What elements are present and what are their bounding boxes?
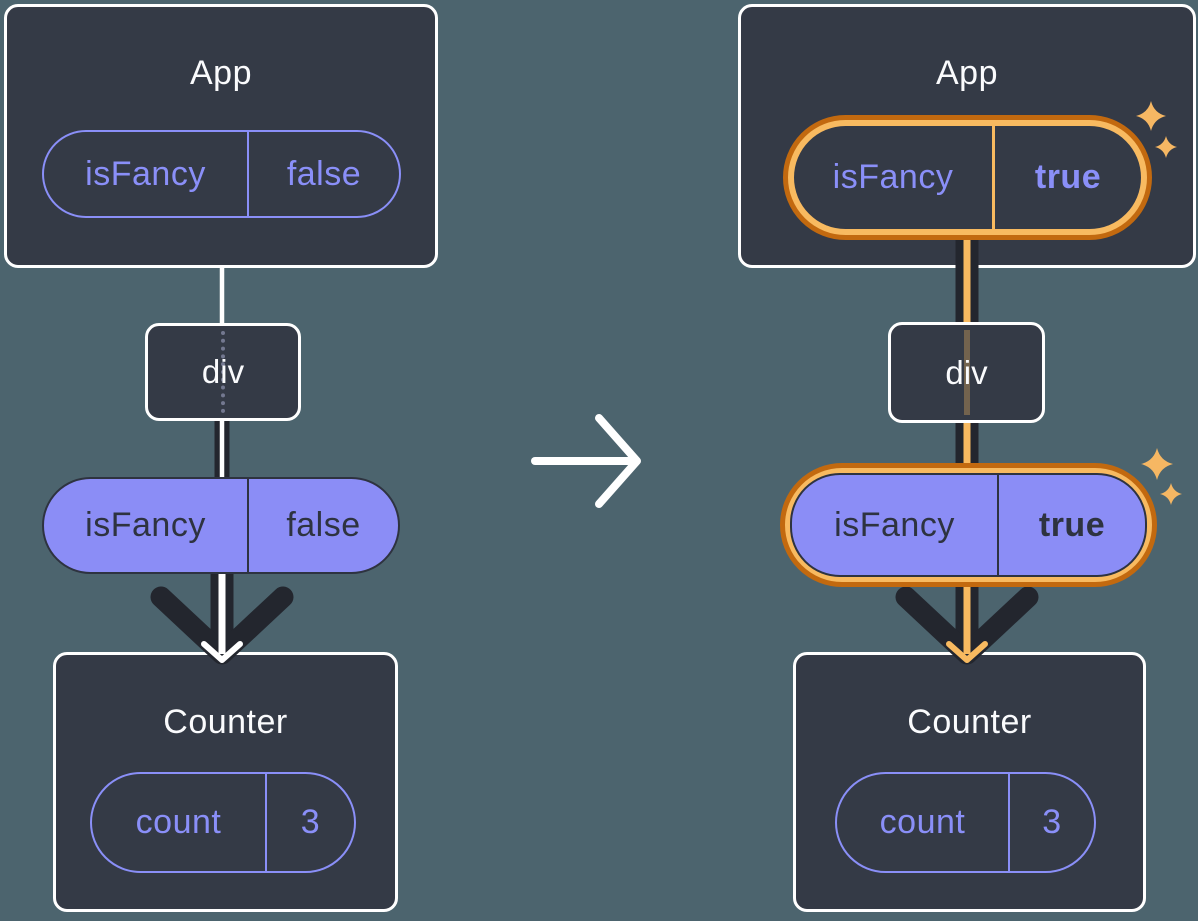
state-name-cell: count <box>837 774 1010 871</box>
counter-title-after: Counter <box>907 703 1032 741</box>
prop-name-cell: isFancy <box>794 126 995 229</box>
prop-name-cell: isFancy <box>44 479 249 572</box>
passed-prop-pill-before: isFancy false <box>42 477 400 574</box>
prop-name-cell: isFancy <box>792 475 999 575</box>
app-title-after: App <box>936 54 998 92</box>
app-prop-pill-after: isFancy true <box>794 126 1141 229</box>
prop-value-cell: true <box>1038 505 1106 544</box>
pass-through-line-before <box>221 331 225 413</box>
counter-component-box-after: Counter count 3 <box>793 652 1146 912</box>
app-prop-pill-after-highlight-ring: isFancy true <box>783 115 1152 240</box>
passed-prop-pill-after: isFancy true <box>790 473 1147 577</box>
app-component-box-after: App isFancy true <box>738 4 1196 268</box>
div-label-before: div <box>201 353 245 390</box>
app-component-box-before: App isFancy false <box>4 4 438 268</box>
counter-title-before: Counter <box>163 703 288 741</box>
state-name-cell: count <box>92 774 267 871</box>
transition-arrow-icon <box>531 414 641 508</box>
prop-value-cell: false <box>286 154 362 193</box>
div-label-after: div <box>945 353 988 391</box>
prop-value-cell: false <box>286 506 361 544</box>
div-node-box-after: div <box>888 322 1045 423</box>
app-prop-pill-before: isFancy false <box>42 130 401 218</box>
prop-arrow-before-head <box>150 586 294 665</box>
state-value-cell: 3 <box>1042 803 1062 841</box>
div-node-box-before: div <box>145 323 301 421</box>
pass-through-line-after <box>963 330 970 415</box>
state-value-cell: 3 <box>300 803 321 841</box>
prop-arrow-after-head <box>895 586 1039 665</box>
sparkle-icon <box>1141 448 1173 480</box>
prop-name-cell: isFancy <box>44 132 249 216</box>
counter-component-box-before: Counter count 3 <box>53 652 398 912</box>
counter-state-pill-before: count 3 <box>90 772 356 873</box>
prop-value-cell: true <box>1034 158 1102 196</box>
app-title-before: App <box>190 54 252 92</box>
passed-prop-pill-after-highlight-ring: isFancy true <box>780 463 1157 587</box>
counter-state-pill-after: count 3 <box>835 772 1096 873</box>
sparkle-icon <box>1160 483 1182 505</box>
